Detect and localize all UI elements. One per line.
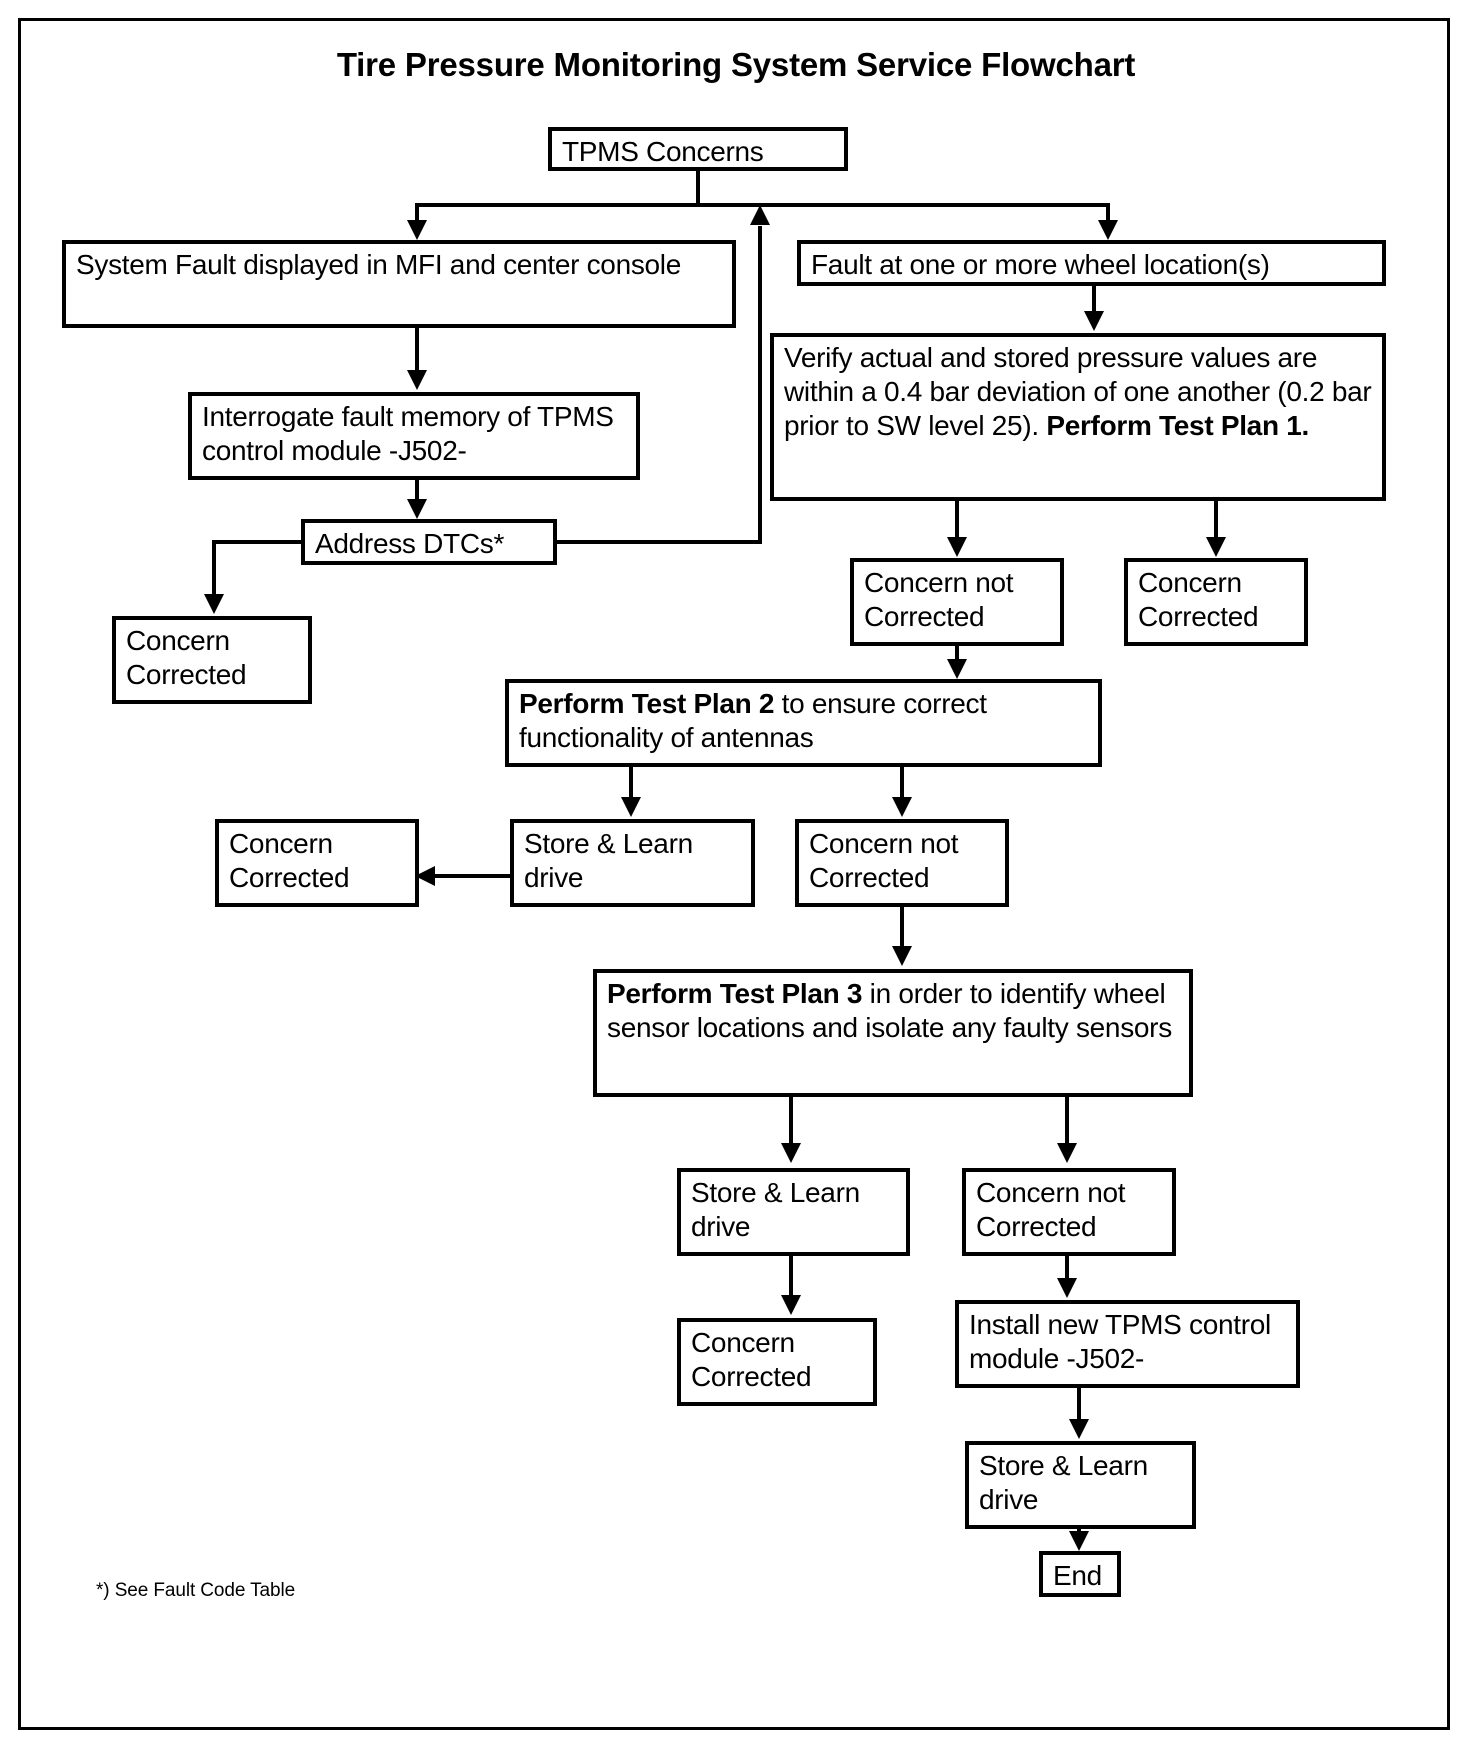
arrow-to-fault-at-wheel	[1098, 220, 1118, 240]
node-label: Store & Learn drive	[524, 828, 693, 894]
arrow-to-system-fault	[407, 220, 427, 240]
node-label: Concern Corrected	[229, 828, 350, 894]
arrow-store3-to-end	[1069, 1531, 1089, 1551]
node-store-learn-drive-3: Store & Learn drive	[965, 1441, 1196, 1529]
node-label-emphasis: Perform Test Plan 2	[519, 688, 775, 719]
node-install-module: Install new TPMS control module -J502-	[955, 1300, 1300, 1388]
node-label: Store & Learn drive	[979, 1450, 1148, 1516]
edge-system-to-interrogate	[415, 328, 419, 374]
edge-store1-to-cc2	[434, 874, 514, 878]
edge-dtcs-left-down	[212, 540, 216, 596]
node-label: End	[1053, 1560, 1102, 1591]
page-border	[18, 18, 1450, 1730]
arrow-dtcs-to-concern-corrected	[204, 594, 224, 614]
node-concern-corrected-2: Concern Corrected	[215, 819, 419, 907]
node-label-plain: Verify actual and stored pressure values…	[784, 342, 1372, 442]
edge-dtcs-left	[212, 540, 305, 544]
node-label: TPMS Concerns	[562, 136, 764, 167]
node-end: End	[1039, 1551, 1121, 1597]
node-system-fault: System Fault displayed in MFI and center…	[62, 240, 736, 328]
node-address-dtcs: Address DTCs*	[301, 519, 557, 565]
arrow-return-to-tpms	[750, 205, 770, 225]
edge-tp3-to-store2	[789, 1097, 793, 1145]
node-label: Concern not Corrected	[864, 567, 1014, 633]
node-label-plain: in order to identify wheel sensor locati…	[607, 978, 1172, 1044]
node-label: Concern Corrected	[126, 625, 247, 691]
arrow-verify-to-cc-right	[1206, 537, 1226, 557]
node-concern-not-corrected-1: Concern not Corrected	[850, 558, 1064, 646]
node-label: Install new TPMS control module -J502-	[969, 1309, 1271, 1375]
edge-dtcs-up	[758, 226, 762, 544]
node-label: Fault at one or more wheel location(s)	[811, 249, 1270, 280]
node-fault-at-wheel: Fault at one or more wheel location(s)	[797, 240, 1386, 286]
arrow-cnc3-to-install	[1057, 1278, 1077, 1298]
edge-verify-to-cnc1	[955, 501, 959, 541]
node-label-emphasis: Perform Test Plan 1.	[1046, 410, 1309, 442]
node-store-learn-drive-2: Store & Learn drive	[677, 1168, 910, 1256]
node-test-plan-3: Perform Test Plan 3 in order to identify…	[593, 969, 1193, 1097]
arrow-store2-to-cc3	[781, 1295, 801, 1315]
arrow-fault-to-verify	[1084, 311, 1104, 331]
node-label: Concern not Corrected	[809, 828, 959, 894]
node-label: Store & Learn drive	[691, 1177, 860, 1243]
node-tpms-concerns: TPMS Concerns	[548, 127, 848, 171]
node-label: Address DTCs*	[315, 528, 505, 559]
node-concern-corrected-left: Concern Corrected	[112, 616, 312, 704]
edge-cnc3-to-install	[1065, 1256, 1069, 1284]
node-label: Concern Corrected	[1138, 567, 1259, 633]
page-title: Tire Pressure Monitoring System Service …	[336, 46, 1136, 83]
node-verify-pressure: Verify actual and stored pressure values…	[770, 333, 1386, 501]
node-concern-corrected-right: Concern Corrected	[1124, 558, 1308, 646]
arrow-interrogate-to-dtcs	[407, 499, 427, 519]
node-concern-not-corrected-3: Concern not Corrected	[962, 1168, 1176, 1256]
arrow-tp3-to-cnc3	[1057, 1143, 1077, 1163]
edge-verify-to-cc-right	[1214, 501, 1218, 541]
edge-store2-to-cc3	[789, 1256, 793, 1300]
edge-install-to-store3	[1077, 1388, 1081, 1422]
edge-fault-to-verify	[1092, 286, 1096, 314]
node-label: System Fault displayed in MFI and center…	[76, 249, 682, 280]
edge-to-fault-at-wheel	[1106, 203, 1110, 225]
node-label: Concern not Corrected	[976, 1177, 1126, 1243]
arrow-store1-to-cc2	[415, 866, 435, 886]
edge-tp2-to-cnc2	[900, 767, 904, 801]
footnote: *) See Fault Code Table	[96, 1580, 296, 1601]
edge-tp3-to-cnc3	[1065, 1097, 1069, 1145]
node-label-emphasis: Perform Test Plan 3	[607, 978, 863, 1009]
edge-to-system-fault	[415, 203, 419, 225]
node-interrogate-fault-memory: Interrogate fault memory of TPMS control…	[188, 392, 640, 480]
arrow-install-to-store3	[1069, 1419, 1089, 1439]
node-concern-corrected-3: Concern Corrected	[677, 1318, 877, 1406]
edge-tp2-to-store1	[629, 767, 633, 801]
arrow-tp2-to-store1	[621, 797, 641, 817]
arrow-cnc2-to-tp3	[892, 946, 912, 966]
arrow-verify-to-cnc1	[947, 537, 967, 557]
node-label-plain: to ensure correct functionality of anten…	[519, 688, 987, 754]
node-store-learn-drive-1: Store & Learn drive	[510, 819, 755, 907]
node-concern-not-corrected-2: Concern not Corrected	[795, 819, 1009, 907]
edge-cnc2-to-tp3	[900, 907, 904, 949]
edge-interrogate-to-dtcs	[415, 480, 419, 502]
node-label: Interrogate fault memory of TPMS control…	[202, 401, 614, 467]
node-label: Concern Corrected	[691, 1327, 812, 1393]
arrow-cnc1-to-tp2	[947, 659, 967, 679]
node-test-plan-2: Perform Test Plan 2 to ensure correct fu…	[505, 679, 1102, 767]
arrow-tp2-to-cnc2	[892, 797, 912, 817]
edge-cnc1-to-tp2	[955, 646, 959, 663]
arrow-system-to-interrogate	[407, 370, 427, 390]
arrow-tp3-to-store2	[781, 1143, 801, 1163]
edge-dtcs-right	[557, 540, 762, 544]
edge-tpms-stub	[696, 171, 700, 207]
